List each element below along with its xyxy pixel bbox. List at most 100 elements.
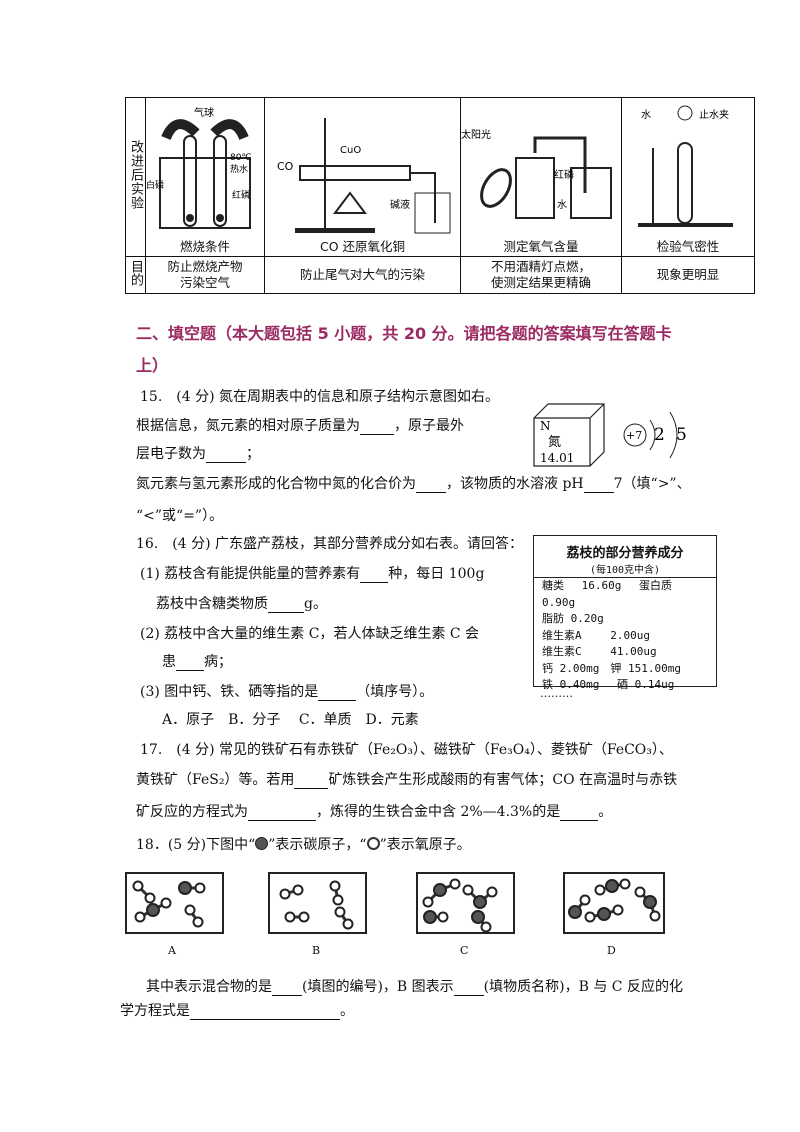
molecules-figure bbox=[132, 878, 661, 933]
label-red-p2: 红磷 bbox=[554, 168, 574, 181]
cell-airtightness: 水 止水夹 检验气密性 bbox=[621, 97, 755, 257]
nutrition-row: 糖类 16.60g 蛋白质 bbox=[542, 579, 672, 592]
label-temp: 80℃ bbox=[230, 153, 252, 163]
blank[interactable] bbox=[268, 596, 304, 613]
oxygen-atom bbox=[329, 880, 341, 892]
label-sunlight: 太阳光 bbox=[461, 128, 491, 141]
label-water2: 水 bbox=[641, 109, 651, 121]
nutrition-row: 钙 2.00mg 钾 151.00mg bbox=[542, 661, 681, 675]
molecule-box-a bbox=[125, 872, 224, 934]
carbon-atom bbox=[643, 895, 657, 909]
blank[interactable] bbox=[272, 979, 302, 996]
row-header-improved: 改进后实验 bbox=[125, 97, 146, 257]
aim-co-reduction: 防止尾气对大气的污染 bbox=[264, 256, 461, 294]
oxygen-atom bbox=[612, 904, 624, 916]
cell-co-reduction: CO CuO 碱液 CO 还原氧化铜 bbox=[264, 97, 461, 257]
blank[interactable] bbox=[583, 476, 614, 493]
nutrition-ellipsis: ……… bbox=[540, 687, 573, 700]
q16-line2: (1) 荔枝含有能提供能量的营养素有 种，每日 100g bbox=[140, 566, 485, 583]
q16-line5: 患 病； bbox=[162, 654, 232, 671]
label-white-p: 白磷 bbox=[146, 179, 164, 191]
carbon-atom bbox=[178, 881, 192, 895]
blank[interactable] bbox=[360, 418, 394, 435]
q17-line2: 黄铁矿（FeS₂）等。若用 矿炼铁会产生形成酸雨的有害气体；CO 在高温时与赤铁 bbox=[136, 772, 678, 789]
blank[interactable] bbox=[318, 684, 357, 701]
oxygen-content-figure: 太阳光 红磷 水 bbox=[461, 128, 612, 219]
blank[interactable] bbox=[294, 772, 329, 789]
nutrition-row: 铁 0.40mg 硒 0.14ug bbox=[542, 678, 675, 691]
label-water: 水 bbox=[557, 199, 567, 211]
aim-airtightness: 现象更明显 bbox=[621, 256, 755, 294]
carbon-atom bbox=[605, 879, 619, 893]
oxygen-atom bbox=[132, 880, 144, 892]
q18-line3: 学方程式是 。 bbox=[120, 1003, 354, 1020]
blank[interactable] bbox=[190, 1003, 340, 1020]
blank[interactable] bbox=[360, 566, 389, 583]
nutrition-row: 维生素A 2.00ug bbox=[542, 628, 650, 642]
caption-oxygen: 测定氧气含量 bbox=[503, 239, 579, 254]
carbon-atom bbox=[433, 883, 447, 897]
blank[interactable] bbox=[453, 979, 484, 996]
oxygen-atom bbox=[486, 886, 498, 898]
caption-co-reduction: CO 还原氧化铜 bbox=[319, 239, 406, 254]
blank[interactable] bbox=[206, 446, 246, 463]
blank[interactable] bbox=[416, 476, 446, 493]
aim-combustion: 防止燃烧产物污染空气 bbox=[145, 256, 265, 294]
svg-text:N: N bbox=[540, 419, 551, 433]
experiment-table: 改进后实验 气球 80℃ 热水 白磷 红磷 燃烧条件 CO CuO 碱液 CO … bbox=[125, 97, 755, 294]
molecule-box-d bbox=[563, 872, 665, 934]
svg-text:氮: 氮 bbox=[548, 435, 561, 450]
carbon-atom bbox=[146, 903, 160, 917]
blank[interactable] bbox=[560, 804, 599, 821]
q16-line3: 荔枝中含糖类物质 g。 bbox=[156, 596, 327, 613]
carbon-atom-icon bbox=[255, 837, 269, 850]
q18-stem: 18．(5 分)下图中“”表示碳原子，“”表示氧原子。 bbox=[136, 837, 471, 853]
blank[interactable] bbox=[176, 654, 204, 671]
oxygen-atom bbox=[449, 878, 461, 890]
oxygen-atom bbox=[192, 916, 204, 928]
q16-line4: (2) 荔枝中含大量的维生素 C，若人体缺乏维生素 C 会 bbox=[140, 626, 480, 642]
oxygen-atom bbox=[134, 911, 146, 923]
oxygen-atom bbox=[649, 910, 661, 922]
label-c: C bbox=[460, 944, 469, 957]
caption-airtightness: 检验气密性 bbox=[656, 239, 720, 254]
nutrition-row: 维生素C 41.00ug bbox=[542, 645, 657, 658]
oxygen-atom bbox=[194, 882, 206, 894]
blank[interactable] bbox=[248, 804, 316, 821]
carbon-atom bbox=[473, 895, 487, 909]
nutrition-title: 荔枝的部分营养成分 bbox=[566, 546, 684, 561]
molecule-box-c bbox=[416, 872, 515, 934]
svg-text:2: 2 bbox=[654, 425, 665, 445]
oxygen-atom-icon bbox=[366, 837, 380, 850]
cell-oxygen-content: 太阳光 红磷 水 测定氧气含量 bbox=[460, 97, 622, 257]
q17-line3: 矿反应的方程式为 ，炼得的生铁合金中含 2%—4.3%的是 。 bbox=[136, 804, 613, 821]
oxygen-atom bbox=[292, 884, 304, 896]
nutrition-table: 荔枝的部分营养成分 (每100克中含) 糖类 16.60g 蛋白质 0.90g … bbox=[533, 535, 717, 691]
label-d: D bbox=[607, 944, 616, 957]
oxygen-atom bbox=[480, 921, 492, 933]
oxygen-atom bbox=[594, 884, 606, 896]
oxygen-atom bbox=[334, 906, 346, 918]
q17-stem: 17. (4 分) 常见的铁矿石有赤铁矿（Fe₂O₃）、磁铁矿（Fe₃O₄）、菱… bbox=[140, 742, 673, 758]
oxygen-atom bbox=[184, 904, 196, 916]
oxygen-atom bbox=[584, 911, 596, 923]
oxygen-atom bbox=[284, 911, 296, 923]
carbon-atom bbox=[597, 907, 611, 921]
label-hot-water: 热水 bbox=[230, 163, 248, 175]
nutrition-row: 0.90g bbox=[542, 595, 576, 609]
combustion-apparatus-figure: 气球 80℃ 热水 白磷 红磷 bbox=[146, 106, 252, 229]
nitrogen-element-card: N 氮 14.01 +7 2 5 bbox=[533, 403, 687, 467]
oxygen-atom bbox=[422, 896, 434, 908]
airtightness-figure: 水 止水夹 bbox=[638, 105, 733, 227]
aim-oxygen: 不用酒精灯点燃，使测定结果更精确 bbox=[460, 256, 622, 294]
oxygen-atom bbox=[144, 892, 156, 904]
oxygen-atom bbox=[437, 911, 449, 923]
q18-line2: 其中表示混合物的是 (填图的编号)，B 图表示 (填物质名称)，B 与 C 反应… bbox=[146, 979, 683, 996]
label-balloon: 气球 bbox=[194, 106, 214, 119]
oxygen-atom bbox=[298, 911, 310, 923]
caption-combustion: 燃烧条件 bbox=[179, 239, 230, 254]
carbon-atom bbox=[423, 910, 437, 924]
nutrition-row: 脂肪 0.20g bbox=[542, 612, 604, 625]
oxygen-atom bbox=[279, 888, 291, 900]
